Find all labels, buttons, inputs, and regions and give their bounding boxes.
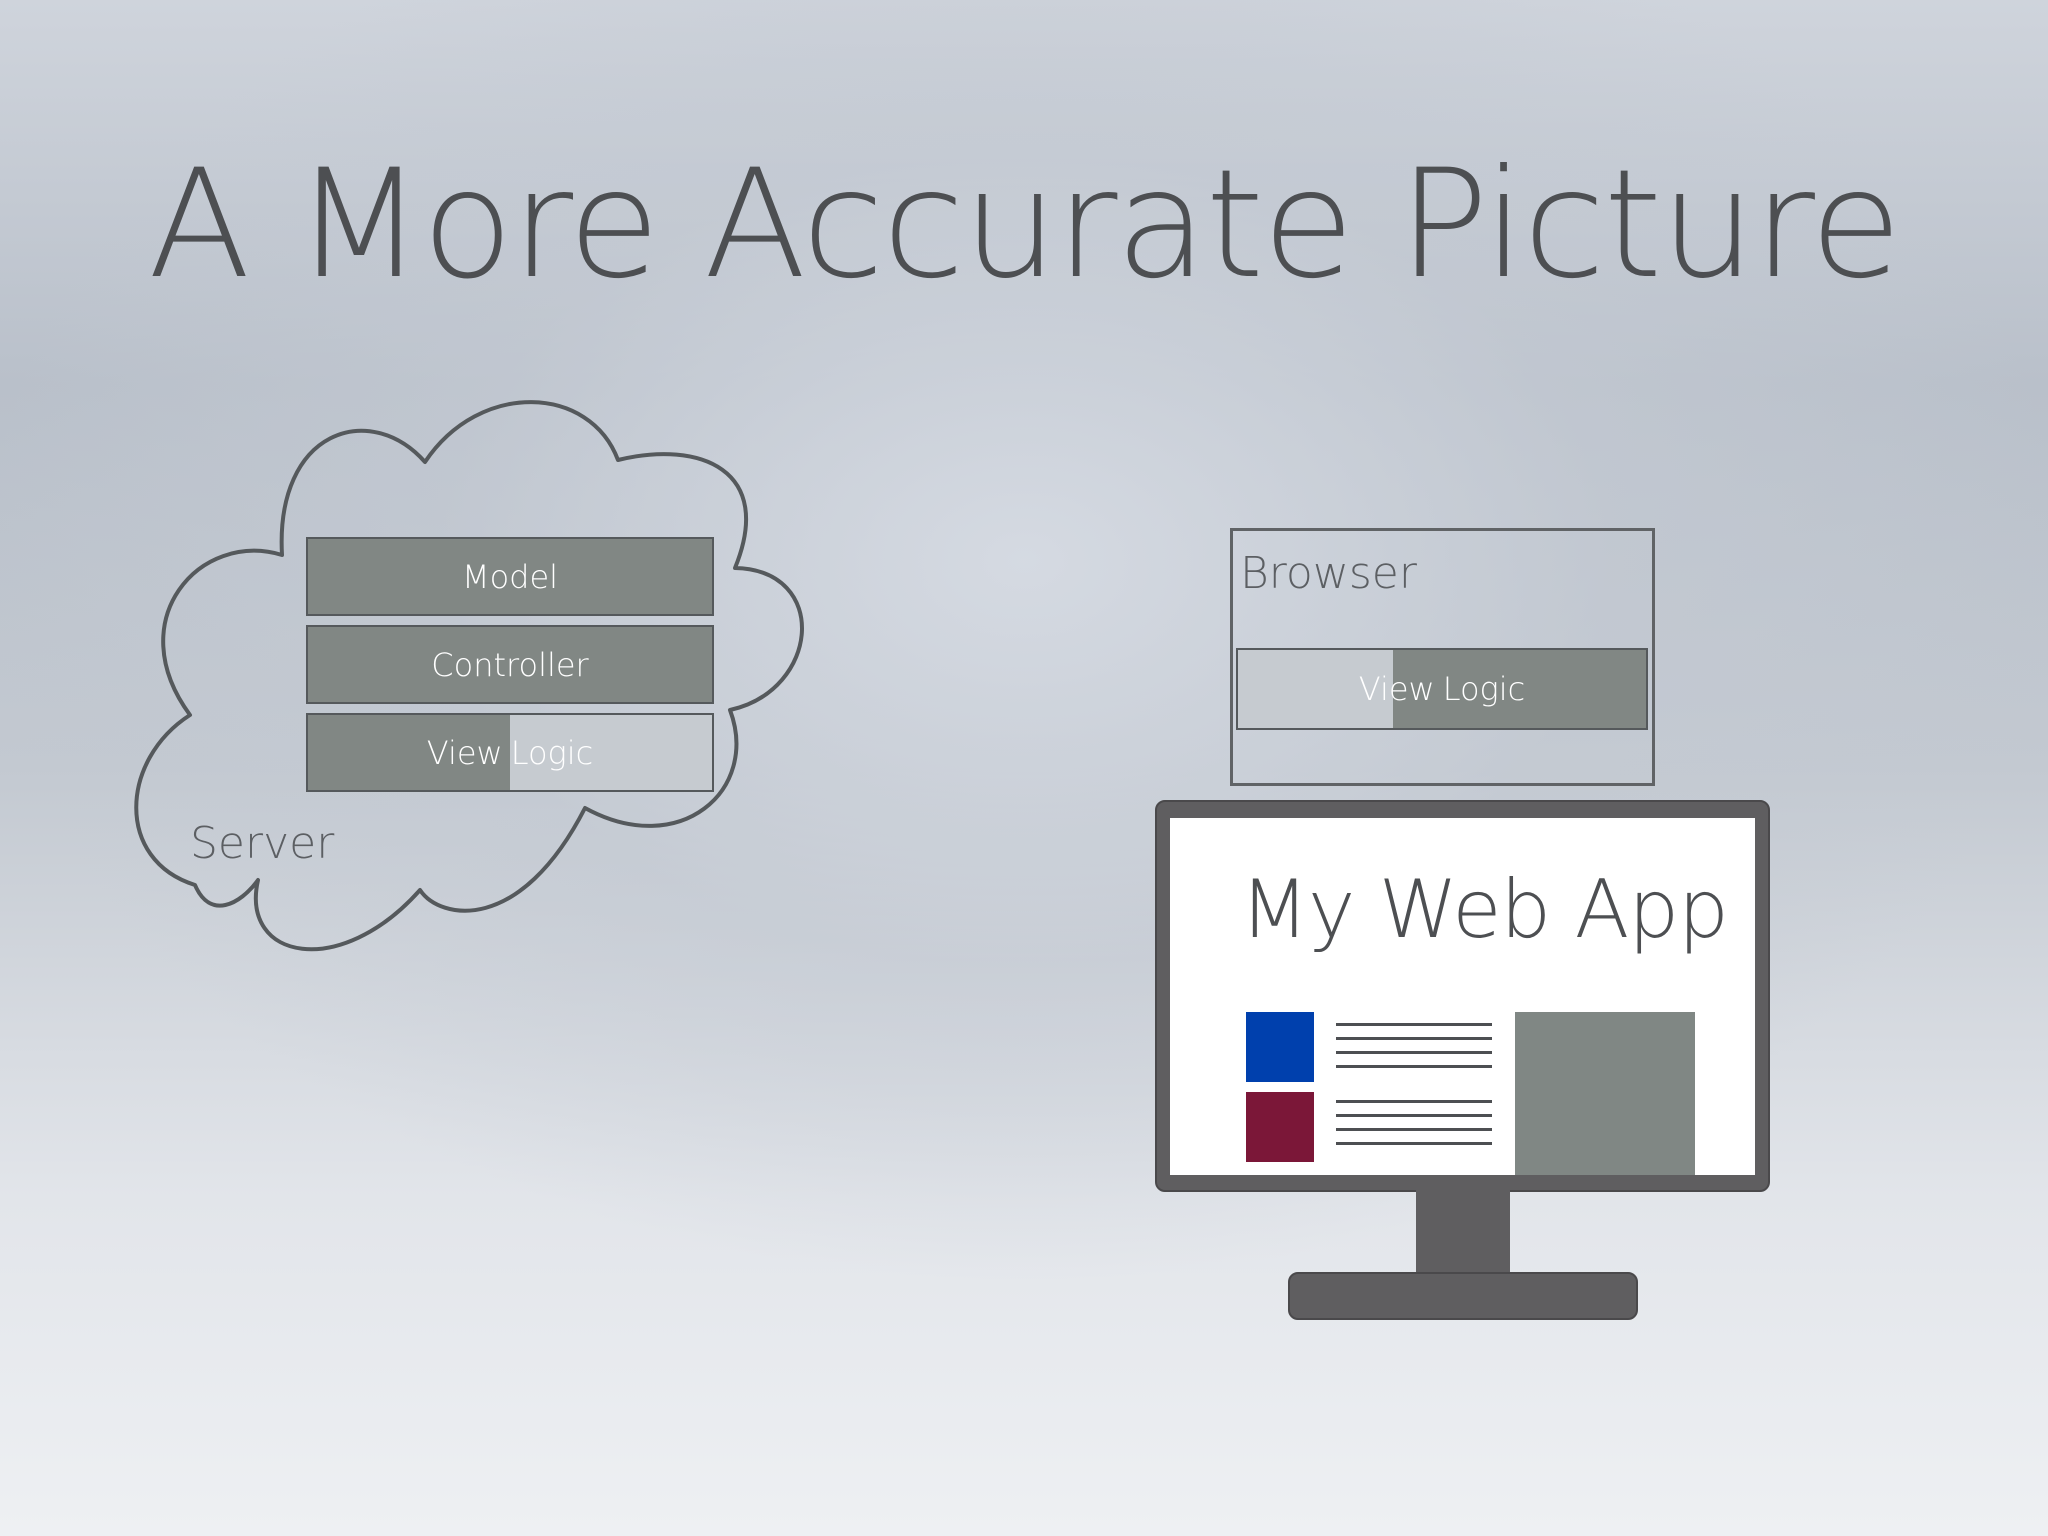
text-line <box>1336 1051 1492 1054</box>
browser-view-logic-layer: View Logic <box>1236 648 1648 730</box>
text-line <box>1336 1142 1492 1145</box>
app-title: My Web App <box>1240 863 1729 956</box>
text-lines-bottom <box>1336 1100 1492 1156</box>
server-view-logic-layer: View Logic <box>306 713 714 792</box>
cloud-outline <box>134 400 804 952</box>
browser-logic-word: Logic <box>1442 670 1526 708</box>
text-line <box>1336 1065 1492 1068</box>
monitor-stand-neck <box>1416 1190 1510 1274</box>
browser-label: Browser <box>1240 548 1417 599</box>
browser-box <box>1230 528 1655 786</box>
server-label: Server <box>190 818 335 869</box>
text-line <box>1336 1128 1492 1131</box>
server-logic-word: Logic <box>510 733 594 772</box>
browser-view-word: View <box>1358 670 1435 708</box>
controller-label: Controller <box>431 645 589 684</box>
model-layer: Model <box>306 537 714 616</box>
text-lines-top <box>1336 1023 1492 1079</box>
controller-layer: Controller <box>306 625 714 704</box>
gray-panel <box>1515 1012 1695 1175</box>
slide-title: A More Accurate Picture <box>147 138 1902 312</box>
red-tile <box>1246 1092 1314 1162</box>
text-line <box>1336 1037 1492 1040</box>
text-line <box>1336 1023 1492 1026</box>
text-line <box>1336 1114 1492 1117</box>
text-line <box>1336 1100 1492 1103</box>
server-view-word: View <box>426 733 503 772</box>
monitor-stand-base <box>1288 1272 1638 1320</box>
blue-tile <box>1246 1012 1314 1082</box>
model-label: Model <box>461 557 559 596</box>
